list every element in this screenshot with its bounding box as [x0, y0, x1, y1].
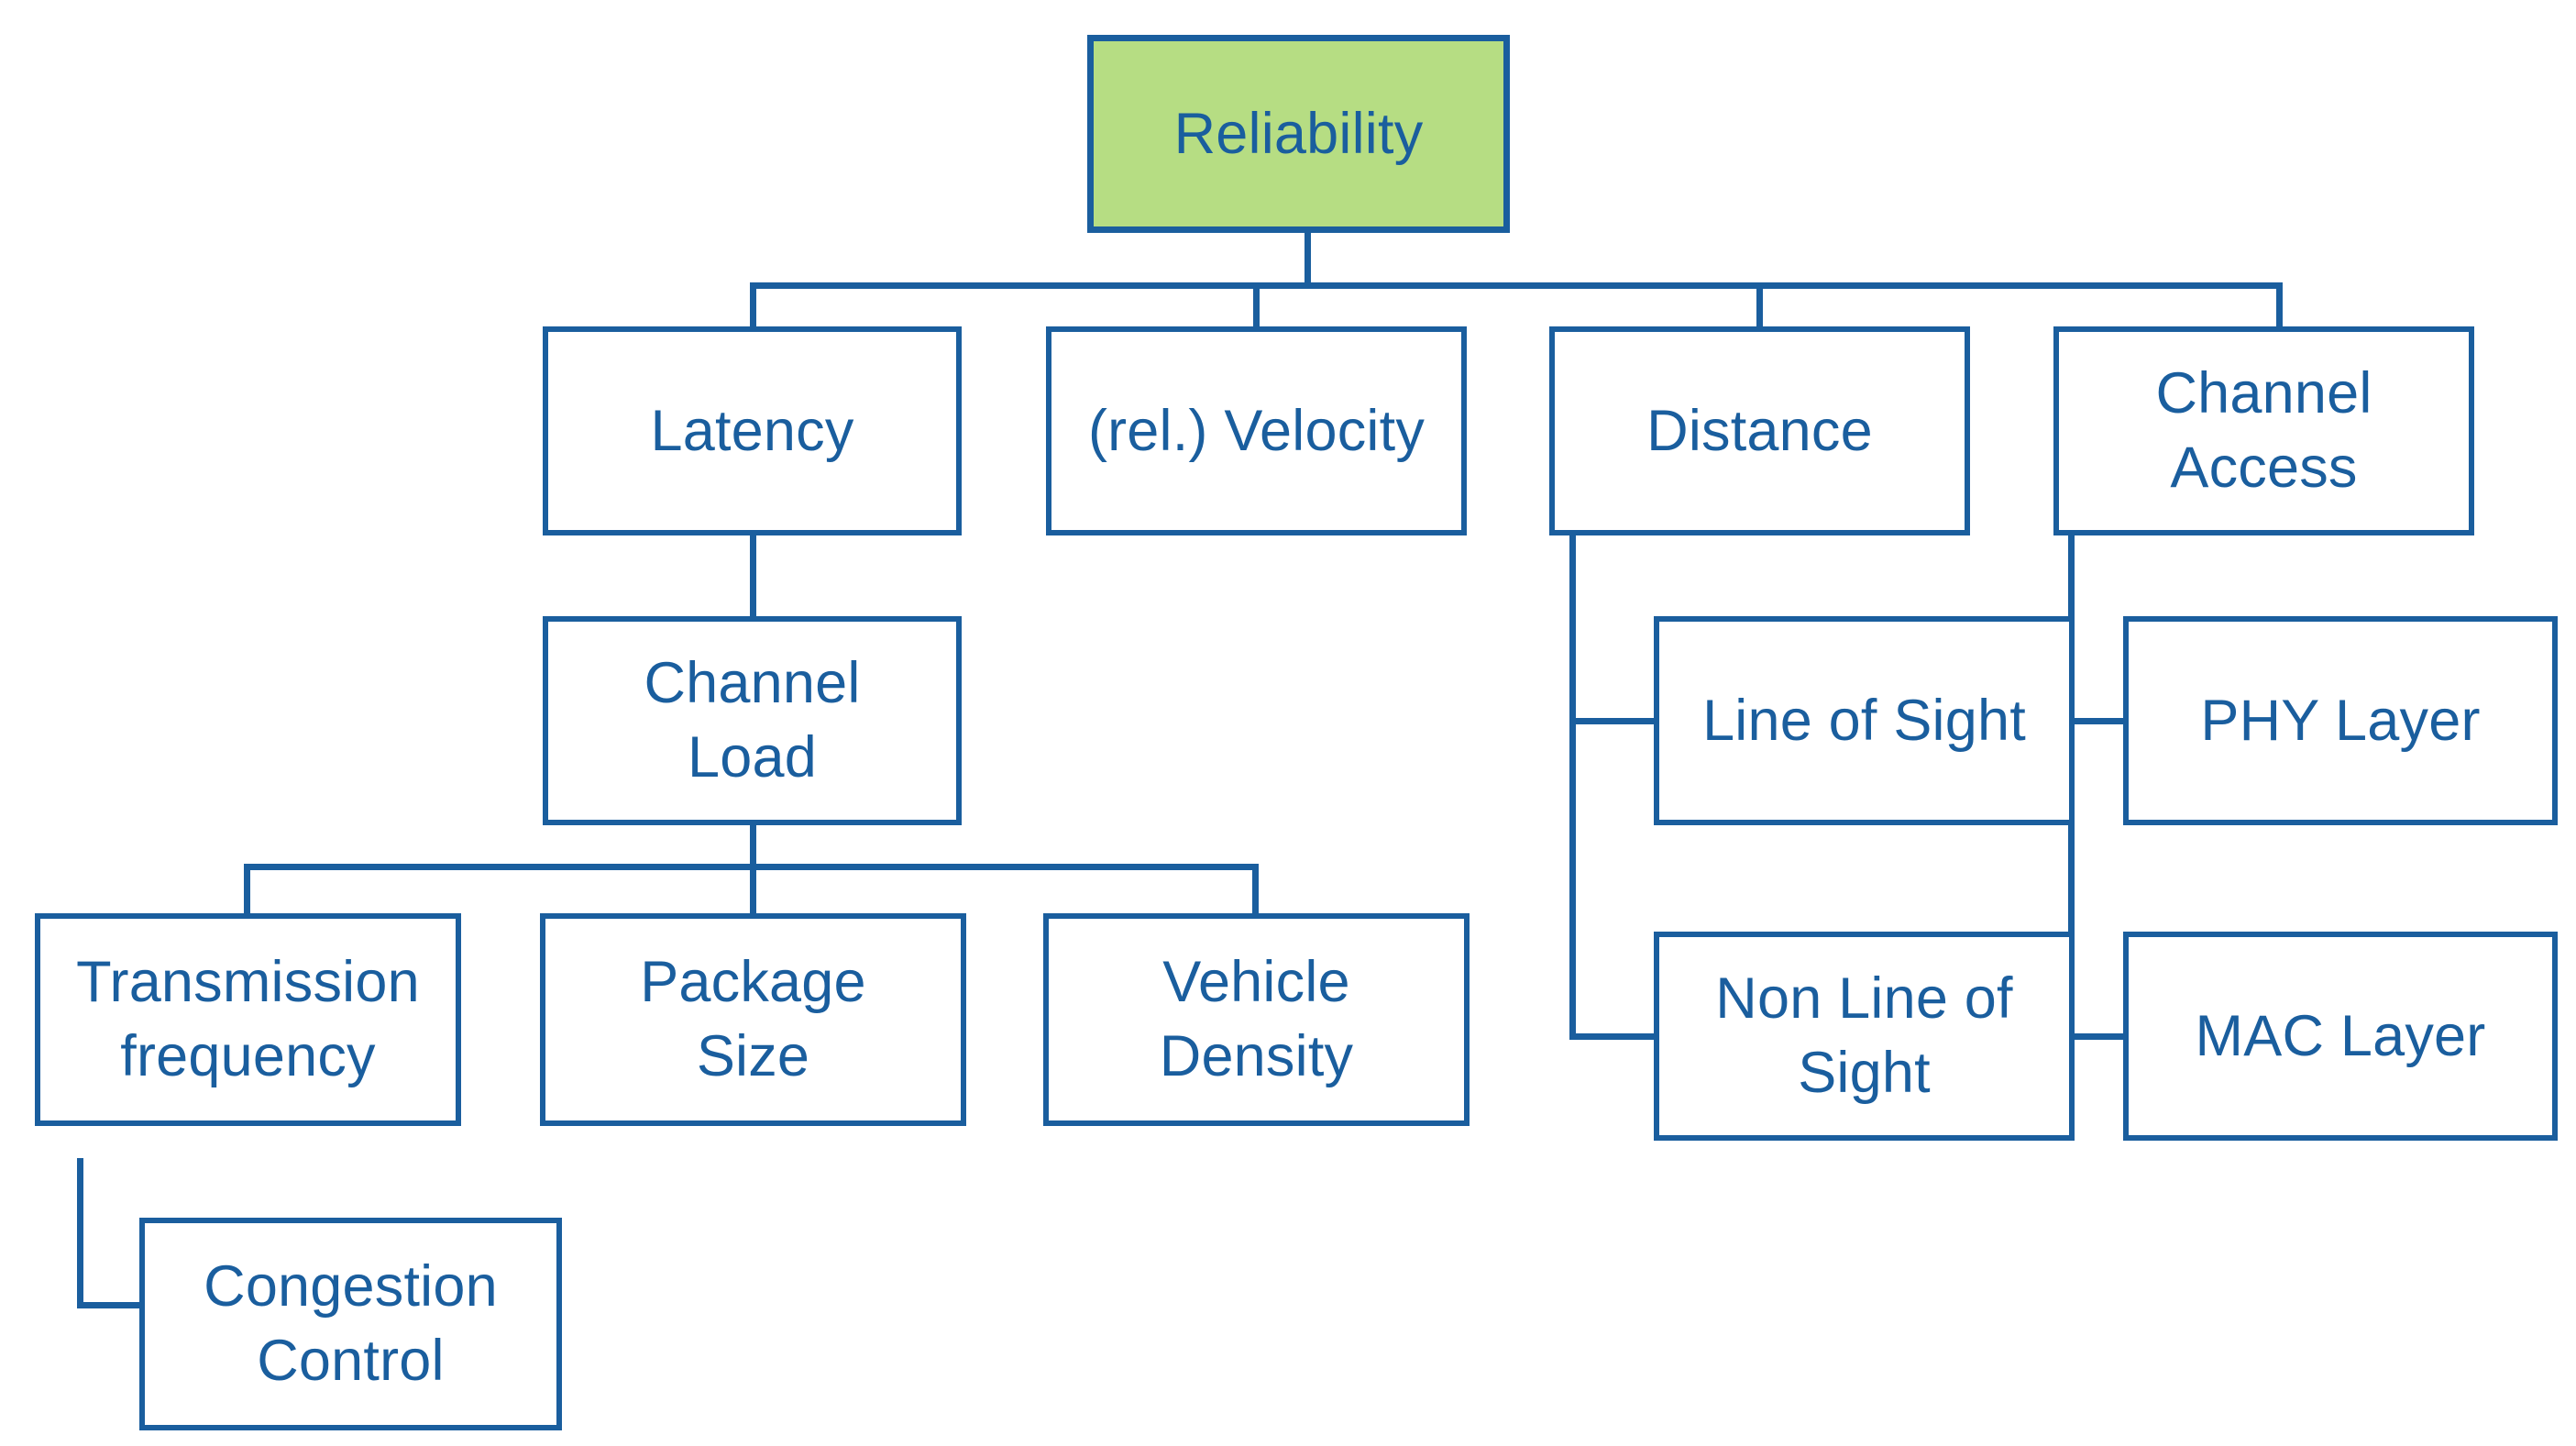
node-non-line-of-sight[interactable]: Non Line of Sight: [1654, 932, 2075, 1141]
node-transmission-frequency[interactable]: Transmission frequency: [35, 913, 461, 1126]
connector-to-mac-layer: [2068, 1033, 2127, 1040]
connector-to-vehicle-density: [1252, 864, 1259, 915]
node-mac-layer[interactable]: MAC Layer: [2123, 932, 2558, 1141]
connector-to-velocity: [1253, 282, 1260, 328]
connector-latency-to-channel-load: [750, 534, 756, 618]
node-package-size[interactable]: Package Size: [540, 913, 966, 1126]
connector-channel-load-stem: [750, 823, 756, 869]
node-channel-load[interactable]: Channel Load: [543, 616, 962, 825]
node-rel-velocity[interactable]: (rel.) Velocity: [1046, 326, 1467, 535]
connector-to-non-line-of-sight: [1569, 1033, 1657, 1040]
connector-to-transmission-frequency: [244, 864, 250, 915]
node-distance[interactable]: Distance: [1549, 326, 1970, 535]
connector-to-latency: [750, 282, 756, 328]
node-reliability[interactable]: Reliability: [1087, 35, 1510, 233]
node-vehicle-density[interactable]: Vehicle Density: [1043, 913, 1470, 1126]
connector-to-distance: [1756, 282, 1763, 328]
node-latency[interactable]: Latency: [543, 326, 962, 535]
connector-to-phy-layer: [2068, 718, 2127, 724]
node-congestion-control[interactable]: Congestion Control: [139, 1218, 562, 1430]
connector-transmission-frequency-trunk: [77, 1158, 83, 1308]
node-phy-layer[interactable]: PHY Layer: [2123, 616, 2558, 825]
connector-level1-bus: [750, 282, 2283, 289]
connector-to-channel-access: [2276, 282, 2283, 328]
connector-to-congestion-control: [77, 1302, 150, 1308]
node-channel-access[interactable]: Channel Access: [2053, 326, 2474, 535]
connector-to-package-size: [750, 864, 756, 915]
connector-root-stem: [1305, 231, 1311, 288]
node-line-of-sight[interactable]: Line of Sight: [1654, 616, 2075, 825]
connector-distance-trunk: [1569, 530, 1576, 1040]
connector-to-line-of-sight: [1569, 718, 1657, 724]
